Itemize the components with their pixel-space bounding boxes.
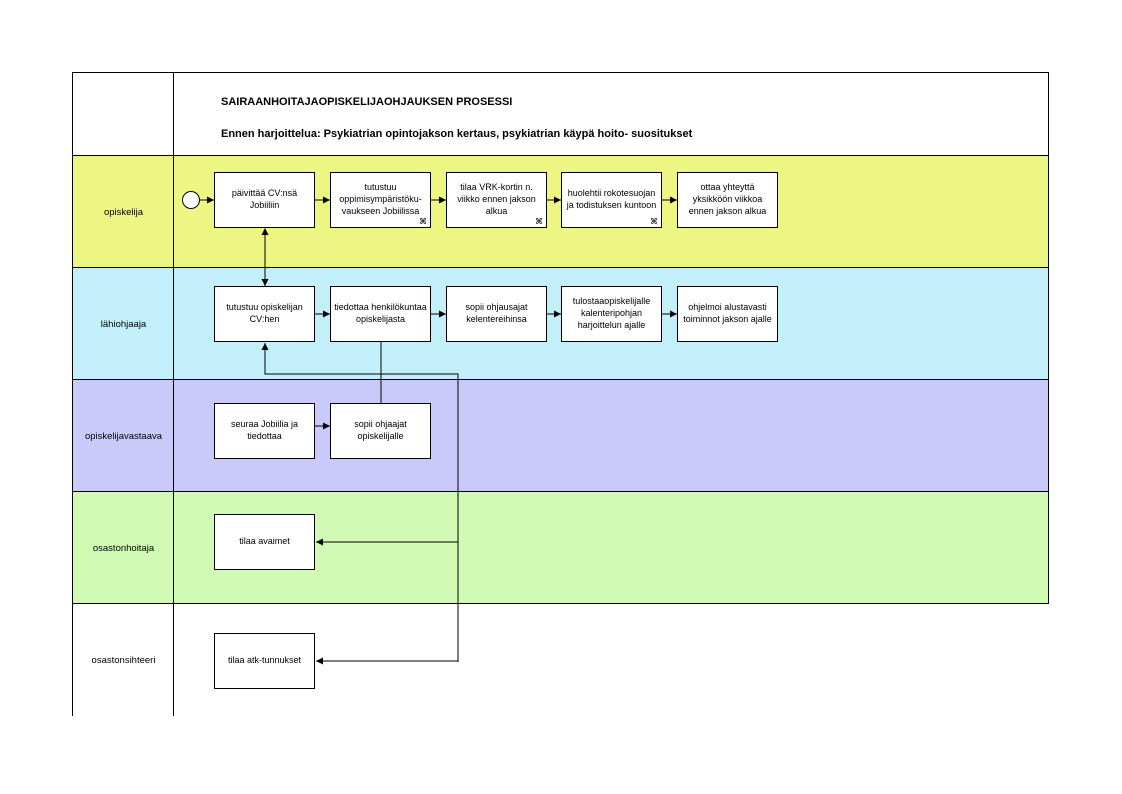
task-tilaa-vrk-kortin[interactable]: tilaa VRK-kortin n. viikko ennen jakson …: [446, 172, 547, 228]
task-tutustuu-cv[interactable]: tutustuu opiskelijan CV:hen: [214, 286, 315, 342]
lane-label: osastonsihteeri: [91, 654, 156, 666]
task-seuraa-jobiilia[interactable]: seuraa Jobiilia ja tiedottaa: [214, 403, 315, 459]
task-paivittaa-cv[interactable]: päivittää CV:nsä Jobiiliin: [214, 172, 315, 228]
task-label: päivittää CV:nsä Jobiiliin: [231, 188, 298, 210]
task-tiedottaa-henkilokuntaa[interactable]: tiedottaa henkilökuntaa opiskelijasta: [330, 286, 431, 342]
task-tulostaa-kalenteripohjan[interactable]: tulostaaopiskelijalle kalenteripohjan ha…: [561, 286, 662, 342]
task-label: huolehtii rokotesuojan ja todistuksen ku…: [566, 188, 657, 210]
task-label: ottaa yhteyttä yksikköön viikkoa ennen j…: [688, 182, 767, 216]
task-label: tulostaaopiskelijalle kalenteripohjan ha…: [572, 296, 651, 330]
link-icon[interactable]: ⌘: [535, 217, 543, 226]
link-icon[interactable]: ⌘: [419, 217, 427, 226]
lane-label: osastonhoitaja: [92, 542, 155, 554]
task-ohjelmoi-toiminnot[interactable]: ohjelmoi alustavasti toiminnot jakson aj…: [677, 286, 778, 342]
task-sopii-ohjaajat[interactable]: sopii ohjaajat opiskelijalle: [330, 403, 431, 459]
header: SAIRAANHOITAJAOPISKELIJAOHJAUKSEN PROSES…: [73, 72, 1049, 156]
link-icon[interactable]: ⌘: [650, 217, 658, 226]
task-tutustuu-oppimisymparisto[interactable]: tutustuu oppimisympäristöku-vaukseen Job…: [330, 172, 431, 228]
lane-label: lähiohjaaja: [100, 318, 147, 330]
lane-label: opiskelija: [103, 206, 144, 218]
frame-left-border: [72, 72, 73, 716]
task-ottaa-yhteytta[interactable]: ottaa yhteyttä yksikköön viikkoa ennen j…: [677, 172, 778, 228]
task-tilaa-atk-tunnukset[interactable]: tilaa atk-tunnukset: [214, 633, 315, 689]
lane-label: opiskelijavastaava: [84, 430, 163, 442]
task-label: tilaa VRK-kortin n. viikko ennen jakson …: [457, 182, 536, 216]
task-label: tutustuu opiskelijan CV:hen: [226, 302, 303, 324]
task-label: tiedottaa henkilökuntaa opiskelijasta: [334, 302, 427, 324]
frame-right-border: [1048, 72, 1049, 604]
diagram-title: SAIRAANHOITAJAOPISKELIJAOHJAUKSEN PROSES…: [221, 96, 513, 108]
feedback-arrow: [261, 343, 459, 662]
diagram-subtitle: Ennen harjoittelua: Psykiatrian opintoja…: [221, 128, 693, 140]
task-label: tilaa avaimet: [239, 536, 290, 547]
task-label: tilaa atk-tunnukset: [227, 655, 302, 666]
task-label: sopii ohjausajat kelentereihinsa: [465, 302, 528, 324]
task-huolehtii-rokotesuojan[interactable]: huolehtii rokotesuojan ja todistuksen ku…: [561, 172, 662, 228]
frame-label-divider: [173, 72, 174, 716]
task-label: tutustuu oppimisympäristöku-vaukseen Job…: [339, 182, 422, 216]
task-tilaa-avaimet[interactable]: tilaa avaimet: [214, 514, 315, 570]
task-sopii-ohjausajat[interactable]: sopii ohjausajat kelentereihinsa: [446, 286, 547, 342]
task-label: ohjelmoi alustavasti toiminnot jakson aj…: [683, 302, 772, 324]
task-label: sopii ohjaajat opiskelijalle: [354, 419, 407, 441]
start-event-icon: [182, 191, 200, 209]
task-label: seuraa Jobiilia ja tiedottaa: [230, 419, 299, 441]
